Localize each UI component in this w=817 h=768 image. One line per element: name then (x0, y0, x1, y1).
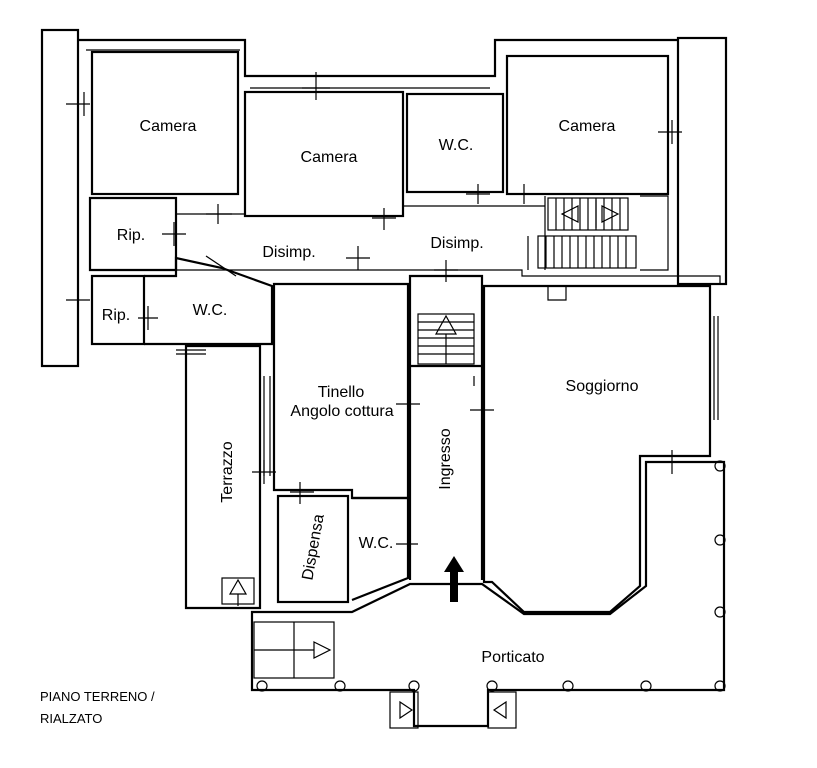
dispensa-walls (276, 494, 350, 604)
room-ingresso: Ingresso (437, 428, 454, 489)
room-wc-2: W.C. (193, 302, 228, 319)
steps-left (253, 621, 335, 679)
room-terrazzo: Terrazzo (219, 441, 236, 502)
room-tinello: Tinello (318, 384, 365, 401)
room-rip-1: Rip. (117, 227, 145, 244)
porticato-walls (250, 460, 726, 728)
wc-2-walls (144, 256, 274, 346)
porticato-columns (256, 460, 726, 692)
caption-line-1: PIANO TERRENO / (40, 689, 155, 704)
camera-1-walls (90, 50, 240, 196)
room-camera-3: Camera (559, 118, 616, 135)
wc-1-walls (405, 92, 505, 194)
north-wall (78, 38, 678, 78)
entrance-arrow-icon (444, 556, 464, 602)
tinello-window (263, 376, 271, 476)
room-camera-2: Camera (301, 149, 358, 166)
soggiorno-walls (482, 284, 712, 614)
terrazzo-walls (184, 344, 262, 610)
soggiorno-window (713, 316, 719, 420)
stair-top (537, 197, 637, 269)
room-camera-1: Camera (140, 118, 197, 135)
west-pillar (40, 28, 80, 368)
room-angolo-cottura: Angolo cottura (290, 403, 393, 420)
camera-3-walls (505, 54, 670, 196)
room-wc-3: W.C. (359, 535, 394, 552)
room-disimp-1: Disimp. (262, 244, 315, 261)
steps-bottom (389, 691, 517, 729)
east-pillar (676, 36, 728, 286)
stair-enclosure (527, 195, 669, 271)
terrazzo-window (176, 349, 206, 355)
room-disimp-2: Disimp. (430, 235, 483, 252)
room-dispensa: Dispensa (299, 513, 327, 582)
room-soggiorno: Soggiorno (566, 378, 639, 395)
room-rip-2: Rip. (102, 307, 130, 324)
rip-2-walls (90, 274, 146, 346)
soggiorno-pillar (547, 286, 567, 301)
room-wc-1: W.C. (439, 137, 474, 154)
plan-caption: PIANO TERRENO / RIALZATO (40, 686, 155, 730)
stair-entry (417, 313, 475, 365)
camera-2-walls (243, 90, 405, 218)
door-markers (66, 72, 686, 556)
caption-line-2: RIALZATO (40, 711, 103, 726)
room-porticato: Porticato (481, 649, 544, 666)
steps-terrazzo (221, 577, 255, 606)
